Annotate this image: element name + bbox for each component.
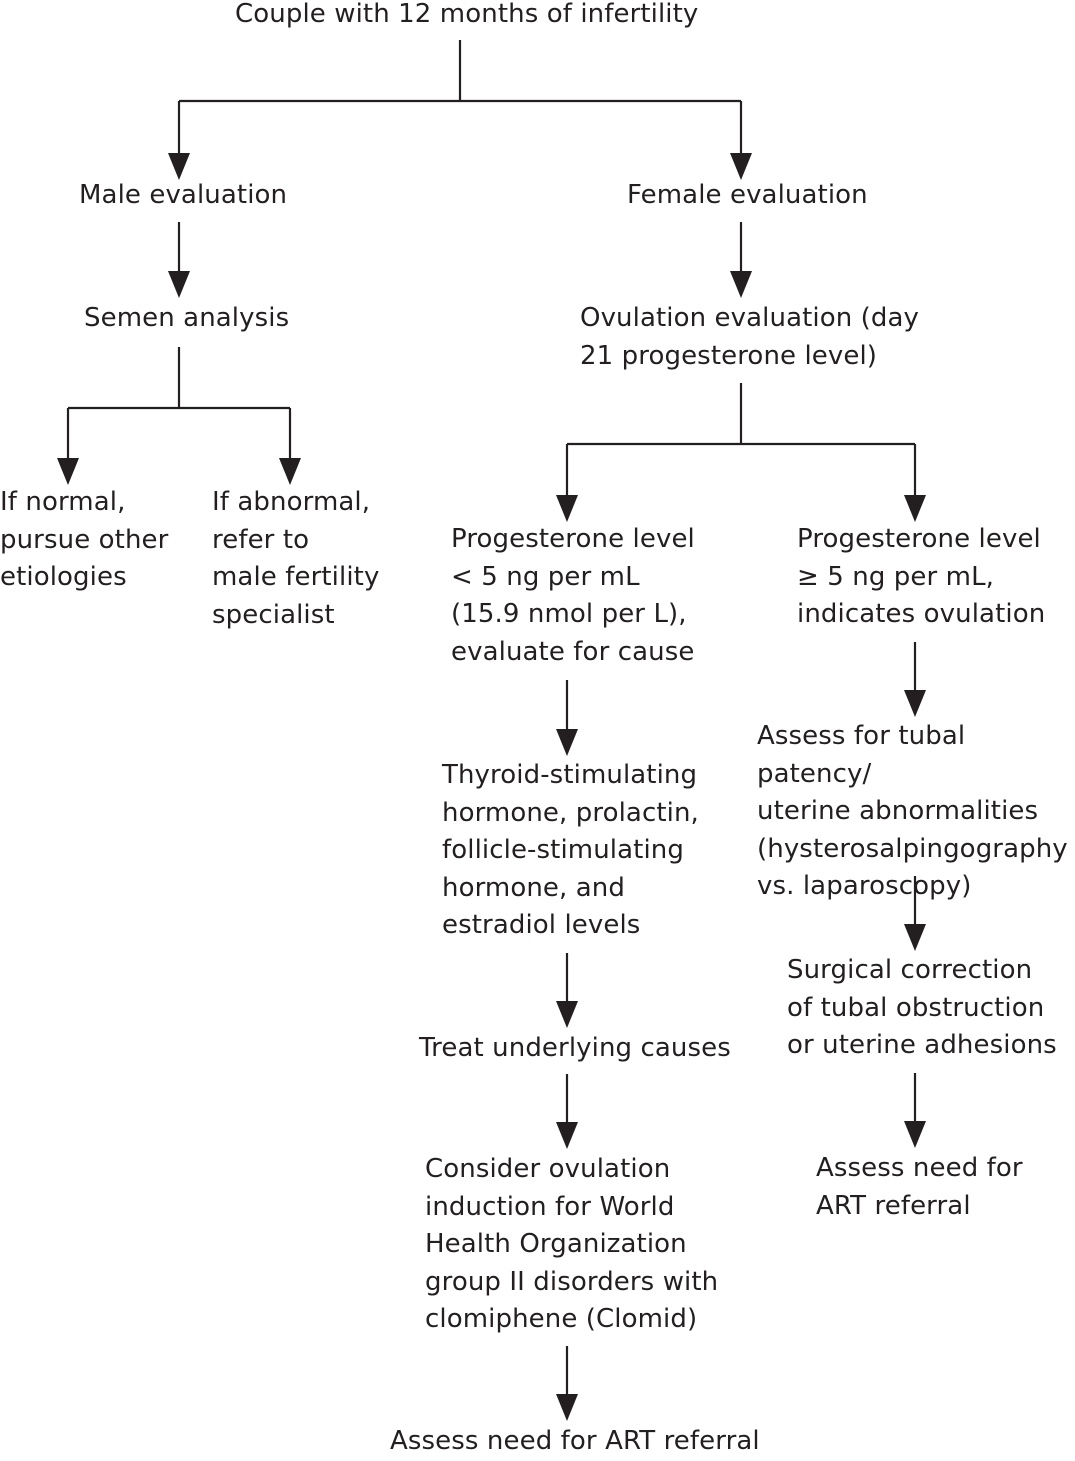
arrowhead-to-prog-high (904, 495, 926, 522)
arrowhead-to-hormones (556, 729, 578, 756)
arrowhead-to-induction (556, 1122, 578, 1149)
arrowhead-to-abnormal (279, 458, 301, 485)
arrowhead-to-male (168, 153, 190, 180)
arrowhead-to-treat (556, 1001, 578, 1028)
node-treat-causes: Treat underlying causes (419, 1033, 731, 1063)
node-tubal-assessment: Assess for tubal patency/ uterine abnorm… (757, 721, 1068, 901)
arrowhead-to-art-right (904, 1121, 926, 1148)
node-hormone-levels: Thyroid-stimulating hormone, prolactin, … (442, 760, 699, 940)
node-surgical-correction: Surgical correction of tubal obstruction… (787, 955, 1057, 1060)
node-art-referral-right: Assess need for ART referral (816, 1153, 1023, 1221)
node-female-evaluation: Female evaluation (627, 180, 868, 210)
arrowhead-to-tubal (904, 690, 926, 717)
arrowhead-to-ovulation (730, 271, 752, 298)
node-male-evaluation: Male evaluation (79, 180, 288, 210)
node-art-referral-bottom: Assess need for ART referral (390, 1426, 760, 1456)
arrowhead-to-semen (168, 271, 190, 298)
arrowhead-to-normal (57, 458, 79, 485)
node-if-normal: If normal, pursue other etiologies (0, 487, 169, 592)
arrowhead-to-female (730, 153, 752, 180)
arrowhead-to-prog-low (556, 495, 578, 522)
node-start: Couple with 12 months of infertility (235, 0, 699, 29)
node-semen-analysis: Semen analysis (84, 303, 290, 333)
node-progesterone-high: Progesterone level ≥ 5 ng per mL, indica… (797, 524, 1046, 629)
node-ovulation-induction: Consider ovulation induction for World H… (425, 1154, 719, 1334)
node-ovulation-evaluation: Ovulation evaluation (day 21 progesteron… (580, 303, 920, 371)
node-if-abnormal: If abnormal, refer to male fertility spe… (212, 487, 380, 630)
arrowhead-to-surgical (904, 924, 926, 951)
node-progesterone-low: Progesterone level < 5 ng per mL (15.9 n… (451, 524, 695, 667)
arrowhead-to-art-bottom (556, 1394, 578, 1421)
